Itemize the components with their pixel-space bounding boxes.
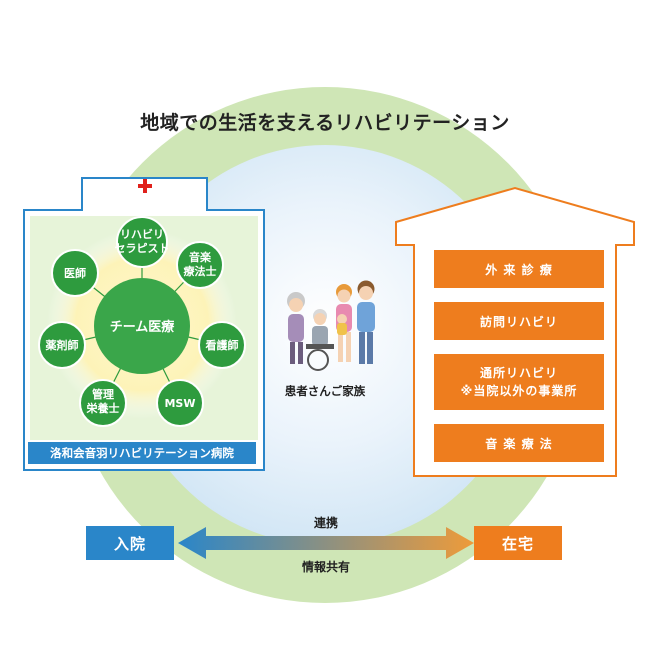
service-day-rehab-note: ※当院以外の事業所 <box>460 384 578 398</box>
role-node-nurse: 看護師 <box>198 321 246 369</box>
svg-text:音楽: 音楽 <box>189 250 212 264</box>
svg-text:看護師: 看護師 <box>206 338 239 352</box>
svg-text:療法士: 療法士 <box>184 264 217 278</box>
admission-label: 入院 <box>86 526 174 560</box>
service-home-visit-rehab: 訪問リハビリ <box>434 302 604 340</box>
page-title: 地域での生活を支えるリハビリテーション <box>140 112 510 134</box>
svg-text:MSW: MSW <box>164 397 195 410</box>
svg-text:セラピスト: セラピスト <box>115 242 170 255</box>
info-sharing-label: 情報共有 <box>301 560 350 574</box>
link-arrow <box>178 527 474 559</box>
family-label: 患者さんご家族 <box>284 384 366 398</box>
service-day-rehab-title: 通所リハビリ <box>479 366 558 380</box>
role-node-dietitian: 管理 栄養士 <box>79 379 127 427</box>
cooperation-label: 連携 <box>313 516 338 530</box>
service-outpatient: 外 来 診 療 <box>434 250 604 288</box>
svg-text:リハビリ: リハビリ <box>120 227 164 241</box>
svg-text:医師: 医師 <box>64 266 86 280</box>
at-home-label: 在宅 <box>474 526 562 560</box>
role-node-msw: MSW <box>156 379 204 427</box>
hospital-name-label: 洛和会音羽リハビリテーション病院 <box>28 442 256 464</box>
wheelchair-icon <box>307 349 329 371</box>
svg-text:薬剤師: 薬剤師 <box>46 338 79 352</box>
svg-text:栄養士: 栄養士 <box>86 401 120 415</box>
team-center-label: チーム医療 <box>110 319 176 335</box>
service-music-therapy: 音 楽 療 法 <box>434 424 604 462</box>
role-node-music-therapist: 音楽 療法士 <box>176 241 224 289</box>
role-node-doctor: 医師 <box>51 249 99 297</box>
team-center-node <box>94 278 190 374</box>
svg-text:管理: 管理 <box>92 387 114 401</box>
service-day-rehab: 通所リハビリ ※当院以外の事業所 <box>434 354 604 410</box>
role-node-therapist: リハビリ セラピスト <box>115 216 170 268</box>
role-node-pharmacist: 薬剤師 <box>38 321 86 369</box>
family-illustration <box>287 280 375 371</box>
